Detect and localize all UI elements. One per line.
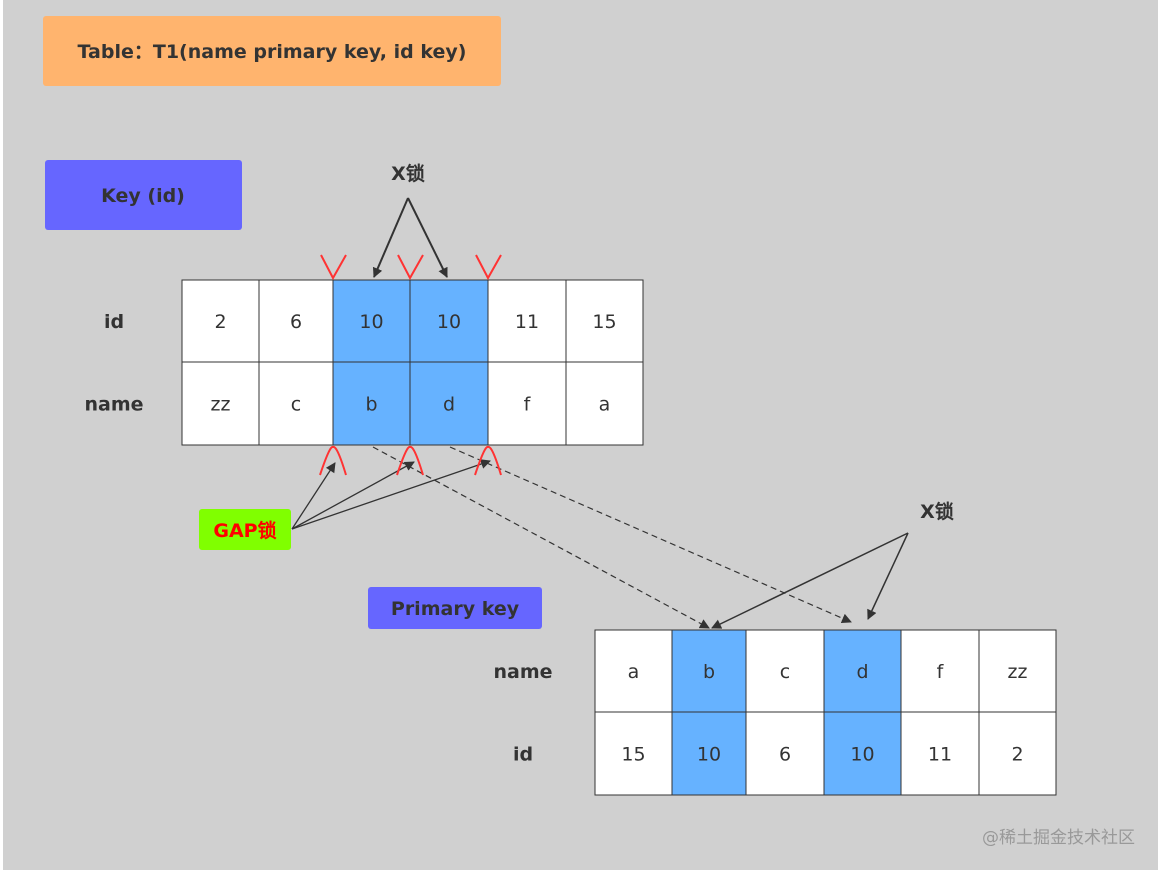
gap-mark-top (397, 254, 424, 281)
table-cell (671, 629, 747, 713)
table-cell (565, 361, 644, 446)
table-cell (823, 629, 902, 713)
title-text: Table：T1(name primary key, id key) (78, 41, 467, 63)
table-cell (332, 361, 411, 446)
cell-value: b (365, 394, 377, 416)
gap-lock-label: GAP锁 (213, 519, 276, 542)
row-label: id (513, 744, 533, 766)
cell-value: 15 (621, 744, 645, 766)
table-cell (332, 279, 411, 363)
gap-mark-bottom (474, 445, 502, 476)
dashed-arrow (372, 446, 710, 629)
table-cell (565, 279, 644, 363)
secondary-index-table: id 2 6 10 10 11 15 name zz c b d f a (84, 279, 644, 446)
row-label: name (84, 394, 143, 416)
gap-lock-box (199, 509, 291, 550)
arrow (711, 532, 909, 629)
table-cell (409, 361, 489, 446)
cell-value: 2 (214, 311, 226, 333)
watermark: @稀土掘金技术社区 (982, 828, 1135, 848)
cell-value: f (524, 394, 532, 416)
cell-value: 6 (779, 744, 791, 766)
gap-mark-bottom (396, 445, 424, 476)
table-cell (900, 711, 980, 796)
gap-mark-top (320, 254, 347, 281)
xlock-arrows (372, 197, 909, 629)
gap-mark-bottom (319, 445, 347, 476)
table-cell (258, 361, 334, 446)
cell-value: c (291, 394, 301, 416)
cell-value: d (856, 661, 868, 683)
arrow (372, 197, 409, 278)
cell-value: b (703, 661, 715, 683)
cell-value: 10 (697, 744, 721, 766)
dashed-arrow (449, 446, 852, 623)
cell-value: zz (211, 394, 231, 416)
primary-key-box (368, 587, 542, 629)
table-cell (258, 279, 334, 363)
gap-mark-top (475, 254, 502, 281)
title-box (43, 16, 501, 86)
cell-value: a (628, 661, 640, 683)
arrow (291, 461, 415, 530)
cell-value: 10 (850, 744, 874, 766)
primary-key-label: Primary key (391, 598, 520, 620)
cell-value: 11 (928, 744, 952, 766)
cell-value: zz (1008, 661, 1028, 683)
table-cell (671, 711, 747, 796)
arrow (291, 459, 491, 530)
cell-value: 11 (515, 311, 539, 333)
lookup-arrows (372, 446, 852, 629)
cell-value: c (780, 661, 790, 683)
table-cell (594, 629, 673, 713)
table-cell (900, 629, 980, 713)
arrow (291, 462, 336, 530)
cell-value: d (443, 394, 455, 416)
table-cell (745, 629, 825, 713)
cell-value: a (599, 394, 611, 416)
primary-index-table: name a b c d f zz id 15 10 6 10 11 2 (493, 629, 1057, 796)
xlock-label-top: X锁 (391, 162, 425, 185)
gap-marks (319, 254, 502, 476)
table-cell (745, 711, 825, 796)
table-cell (181, 279, 260, 363)
arrow (867, 532, 909, 620)
arrow (407, 197, 448, 278)
cell-value: 6 (290, 311, 302, 333)
cell-value: 10 (437, 311, 461, 333)
cell-value: f (937, 661, 945, 683)
gap-arrows (291, 459, 491, 530)
key-label: Key (id) (101, 185, 185, 207)
cell-value: 10 (359, 311, 383, 333)
cell-value: 2 (1011, 744, 1023, 766)
table-cell (487, 361, 567, 446)
table-cell (978, 629, 1057, 713)
key-box (45, 160, 242, 230)
xlock-label-bottom: X锁 (920, 500, 954, 523)
row-label: name (493, 661, 552, 683)
cell-value: 15 (592, 311, 616, 333)
table-cell (181, 361, 260, 446)
table-cell (978, 711, 1057, 796)
row-label: id (104, 311, 124, 333)
table-cell (594, 711, 673, 796)
